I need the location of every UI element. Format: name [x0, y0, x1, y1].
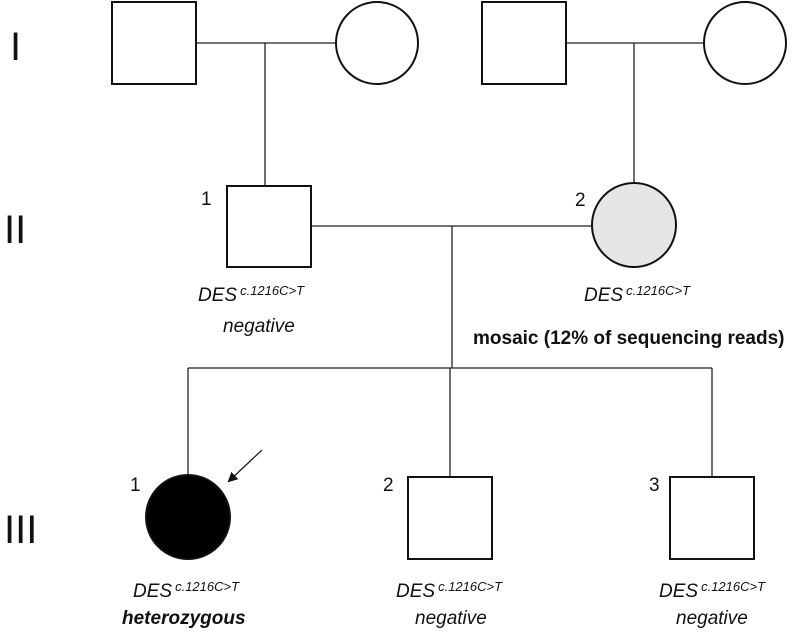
variant-name: c.1216C>T: [175, 579, 240, 594]
status-label-III-1: heterozygous: [122, 608, 246, 629]
individual-number-III-2: 2: [383, 475, 394, 496]
male-symbol-I-3: [481, 1, 567, 85]
gene-name: DES: [396, 581, 436, 602]
mosaic-note-II-2: mosaic (12% of sequencing reads): [473, 328, 785, 349]
generation-label-I: I: [10, 25, 21, 69]
individual-number-II-1: 1: [201, 189, 212, 210]
female-symbol-I-2: [335, 1, 419, 85]
individual-number-III-3: 3: [649, 475, 660, 496]
gene-name: DES: [659, 581, 699, 602]
individual-number-II-2: 2: [575, 190, 586, 211]
variant-name: c.1216C>T: [701, 579, 766, 594]
status-label-III-3: negative: [676, 608, 748, 629]
status-label-III-2: negative: [415, 608, 487, 629]
gene-name: DES: [584, 285, 624, 306]
male-symbol-III-2: [407, 476, 493, 560]
variant-name: c.1216C>T: [438, 579, 503, 594]
male-symbol-I-1: [111, 1, 197, 85]
female-symbol-III-1-affected: [145, 474, 231, 560]
individual-number-III-1: 1: [130, 475, 141, 496]
male-symbol-II-1: [226, 185, 312, 268]
gene-name: DES: [198, 285, 238, 306]
variant-name: c.1216C>T: [626, 283, 691, 298]
status-label-II-1: negative: [223, 316, 295, 337]
female-symbol-II-2-mosaic: [591, 182, 677, 268]
variant-name: c.1216C>T: [240, 283, 305, 298]
gene-name: DES: [133, 581, 173, 602]
female-symbol-I-4: [703, 1, 787, 85]
generation-label-III: III: [4, 508, 37, 552]
generation-label-II: II: [4, 208, 26, 252]
proband-arrow-icon: [227, 449, 263, 483]
male-symbol-III-3: [669, 476, 755, 560]
